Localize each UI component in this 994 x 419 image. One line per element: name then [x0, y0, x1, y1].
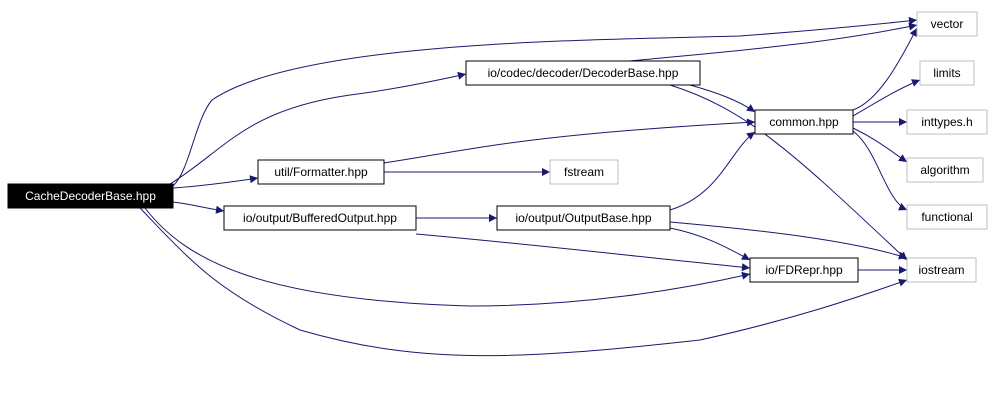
- edge-bufferedoutput-to-fdrepr: [415, 233, 751, 272]
- node-label-outputbase: io/output/OutputBase.hpp: [515, 211, 651, 225]
- edge-decoderbase-to-vector: [629, 22, 918, 62]
- node-box-inttypes: [906, 109, 988, 135]
- node-label-vector: vector: [931, 17, 964, 31]
- node-vector[interactable]: vector: [916, 11, 978, 37]
- edge-root-to-iostream: [139, 207, 908, 357]
- node-outputbase[interactable]: io/output/OutputBase.hpp: [496, 205, 671, 231]
- node-label-bufferedoutput: io/output/BufferedOutput.hpp: [243, 211, 397, 225]
- node-functional[interactable]: functional: [906, 204, 988, 230]
- edge-root-to-formatter: [172, 175, 259, 189]
- node-box-common: [754, 109, 854, 135]
- edge-common-to-functional: [852, 130, 908, 211]
- node-box-decoderbase: [465, 60, 701, 86]
- node-formatter[interactable]: util/Formatter.hpp: [257, 159, 385, 185]
- node-label-algorithm: algorithm: [920, 163, 969, 177]
- node-label-fstream: fstream: [564, 165, 604, 179]
- edge-root-to-vector: [172, 16, 918, 187]
- nodes-layer: CacheDecoderBase.hpp io/codec/decoder/Dec…: [7, 11, 988, 283]
- node-fstream[interactable]: fstream: [549, 159, 619, 185]
- edge-common-to-limits: [852, 79, 921, 117]
- node-label-common: common.hpp: [769, 115, 839, 129]
- node-box-formatter: [257, 159, 385, 185]
- node-fdrepr[interactable]: io/FDRepr.hpp: [749, 257, 859, 283]
- node-iostream[interactable]: iostream: [906, 257, 977, 283]
- edge-decoderbase-to-common: [689, 84, 756, 113]
- node-box-outputbase: [496, 205, 671, 231]
- edge-outputbase-to-iostream: [669, 221, 908, 260]
- edge-root-to-bufferedoutput: [172, 201, 225, 214]
- edge-outputbase-to-fdrepr: [669, 227, 751, 261]
- node-label-formatter: util/Formatter.hpp: [274, 165, 368, 179]
- node-box-fdrepr: [749, 257, 859, 283]
- edge-outputbase-to-common: [669, 131, 756, 211]
- node-box-limits: [919, 60, 975, 86]
- node-box-functional: [906, 204, 988, 230]
- node-label-inttypes: inttypes.h: [921, 115, 972, 129]
- node-box-fstream: [549, 159, 619, 185]
- node-label-limits: limits: [933, 66, 960, 80]
- edges-layer: [139, 16, 921, 357]
- edge-common-to-vector: [852, 27, 918, 111]
- node-decoderbase[interactable]: io/codec/decoder/DecoderBase.hpp: [465, 60, 701, 86]
- node-root: CacheDecoderBase.hpp: [7, 183, 174, 209]
- edge-formatter-to-common: [383, 118, 756, 164]
- node-algorithm[interactable]: algorithm: [906, 157, 984, 183]
- node-box-bufferedoutput: [223, 205, 417, 231]
- node-limits[interactable]: limits: [919, 60, 975, 86]
- node-box-iostream: [906, 257, 977, 283]
- edge-decoderbase-to-iostream: [669, 84, 908, 261]
- node-box-root: [7, 183, 174, 209]
- node-bufferedoutput[interactable]: io/output/BufferedOutput.hpp: [223, 205, 417, 231]
- node-box-vector: [916, 11, 978, 37]
- node-label-fdrepr: io/FDRepr.hpp: [765, 263, 843, 277]
- node-label-root: CacheDecoderBase.hpp: [25, 189, 156, 203]
- node-inttypes[interactable]: inttypes.h: [906, 109, 988, 135]
- edge-root-to-fdrepr: [144, 207, 751, 307]
- edge-root-to-decoderbase: [169, 71, 467, 185]
- node-label-functional: functional: [921, 210, 972, 224]
- node-label-iostream: iostream: [918, 263, 964, 277]
- edge-common-to-algorithm: [852, 127, 908, 163]
- node-label-decoderbase: io/codec/decoder/DecoderBase.hpp: [488, 66, 679, 80]
- node-box-algorithm: [906, 157, 984, 183]
- node-common[interactable]: common.hpp: [754, 109, 854, 135]
